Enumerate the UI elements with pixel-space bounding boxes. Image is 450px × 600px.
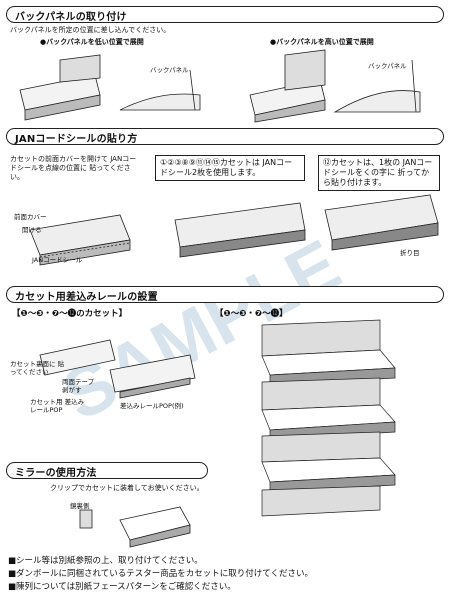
front-cover-label: 前面カバー (14, 213, 47, 221)
high-position-caption: ●バックパネルを高い位置で展開 (270, 38, 374, 46)
jan-seal-label: JANコードシール (32, 256, 83, 264)
section-title: バックパネルの取り付け (15, 12, 127, 23)
rail-label-pop: カセット用 差込みレールPOP (30, 398, 85, 414)
mirror-instruction: クリップでカセットに装着してお使いください。 (50, 484, 204, 492)
section-back-panel-header: バックパネルの取り付け (6, 6, 444, 23)
jan-note-fold-seal: ⑫カセットは、1枚の JANコードシールをくの字に 折ってから貼り付けます。 (318, 155, 440, 191)
rail-label-back: カセット裏面に 貼ってください (10, 360, 65, 376)
back-panel-label-right: バックパネル (368, 62, 407, 70)
jan-note-two-seals: ①②③⑧⑨⑪⑭⑮カセットは JANコードシール2枚を使用します。 (155, 155, 305, 181)
rail-label-example: 差込みレールPOP(例) (120, 402, 184, 410)
back-panel-illustrations (19, 49, 421, 123)
section-mirror-header: ミラーの使用方法 (6, 462, 208, 479)
fold-label: 折り目 (400, 249, 420, 257)
footer-line-2: ■ダンボールに同梱されているテスター商品をカセットに取り付けてください。 (8, 569, 314, 579)
footer-line-1: ■シール等は別紙参照の上、取り付けてください。 (8, 556, 203, 566)
rail-label-tape: 両面テープ 剥がす (62, 378, 95, 394)
footer-line-3: ■陳列については別紙フェースパターンをご確認ください。 (8, 582, 236, 592)
back-panel-instruction: バックパネルを所定の位置に差し込んでください。 (10, 26, 171, 34)
open-label: 開ける (22, 226, 42, 234)
mirror-illustration (79, 506, 191, 548)
rail-and-display-illustrations (39, 319, 396, 517)
jan-instruction: カセットの前面カバーを開けて JANコードシールを点線の位置に 貼ってください。 (10, 155, 137, 181)
section-title: ミラーの使用方法 (15, 468, 97, 479)
section-rail-header: カセット用差込みレールの設置 (6, 286, 444, 303)
section-title: JANコードシールの貼り方 (15, 134, 138, 145)
low-position-caption: ●バックパネルを低い位置で展開 (40, 38, 144, 46)
rail-left-heading: 【❶〜❸・❼〜⓬のカセット】 (12, 309, 128, 319)
mirror-clip-label: 鏡裏側 (70, 502, 90, 510)
section-jan-header: JANコードシールの貼り方 (6, 128, 444, 145)
jan-illustrations (29, 194, 439, 266)
section-title: カセット用差込みレールの設置 (15, 292, 158, 303)
back-panel-label-left: バックパネル (150, 66, 189, 74)
rail-right-heading: 【❶〜❸・❼〜⓬】 (215, 309, 288, 319)
